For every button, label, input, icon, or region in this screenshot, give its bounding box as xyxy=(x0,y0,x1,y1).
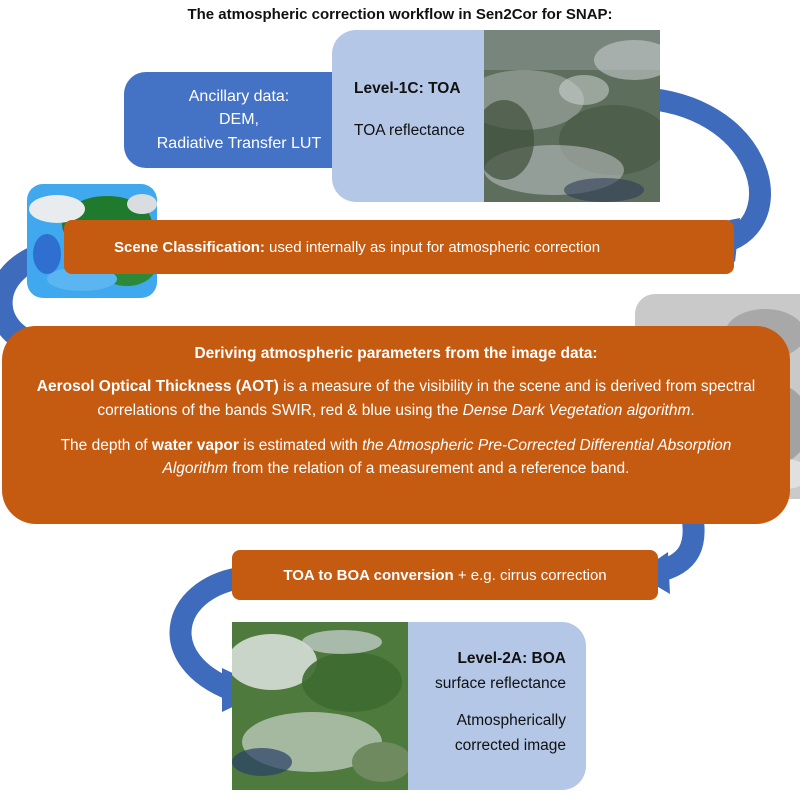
toa-boa-label: TOA to BOA conversion xyxy=(283,566,454,584)
level1c-text: TOA reflectance xyxy=(354,122,465,139)
scene-classification-label: Scene Classification: xyxy=(114,238,265,256)
ancillary-line-1: Ancillary data: xyxy=(188,88,290,106)
wv-mid: is estimated with xyxy=(238,436,363,454)
aot-end: . xyxy=(690,401,695,419)
aot-algorithm: Dense Dark Vegetation algorithm xyxy=(462,401,691,419)
toa-boa-desc: + e.g. cirrus correction xyxy=(453,566,607,584)
aot-term: Aerosol Optical Thickness (AOT) xyxy=(36,378,279,396)
wv-pre: The depth of xyxy=(60,436,152,454)
deriving-heading: Deriving atmospheric parameters from the… xyxy=(194,345,598,362)
wv-end: from the relation of a measurement and a… xyxy=(227,460,630,477)
level2a-line-1: Atmospherically xyxy=(456,712,566,729)
level2a-text: surface reflectance xyxy=(435,675,566,692)
deriving-parameters-box: Deriving atmospheric parameters from the… xyxy=(2,326,790,524)
ancillary-line-2: DEM, xyxy=(219,111,259,129)
ancillary-data-box: Ancillary data: DEM, Radiative Transfer … xyxy=(124,72,354,168)
aot-paragraph: Aerosol Optical Thickness (AOT) is a mea… xyxy=(18,375,774,422)
level2a-satellite-image xyxy=(232,622,408,790)
wv-term: water vapor xyxy=(151,436,239,454)
level1c-heading: Level-1C: TOA xyxy=(354,80,461,97)
level2a-heading: Level-2A: BOA xyxy=(457,650,566,667)
level2a-line-2: corrected image xyxy=(454,737,566,754)
ancillary-line-3: Radiative Transfer LUT xyxy=(156,134,322,152)
diagram-title: The atmospheric correction workflow in S… xyxy=(187,6,613,23)
scene-classification-desc: used internally as input for atmospheric… xyxy=(264,238,601,256)
level1c-satellite-image xyxy=(484,30,660,202)
wv-algorithm: the Atmospheric Pre-Corrected Differenti… xyxy=(162,436,732,477)
aot-desc: is a measure of the visibility in the sc… xyxy=(97,378,756,419)
water-vapor-paragraph: The depth of water vapor is estimated wi… xyxy=(18,434,774,481)
scene-classification-box: Scene Classification: used internally as… xyxy=(64,220,734,274)
toa-boa-box: TOA to BOA conversion + e.g. cirrus corr… xyxy=(232,550,658,600)
